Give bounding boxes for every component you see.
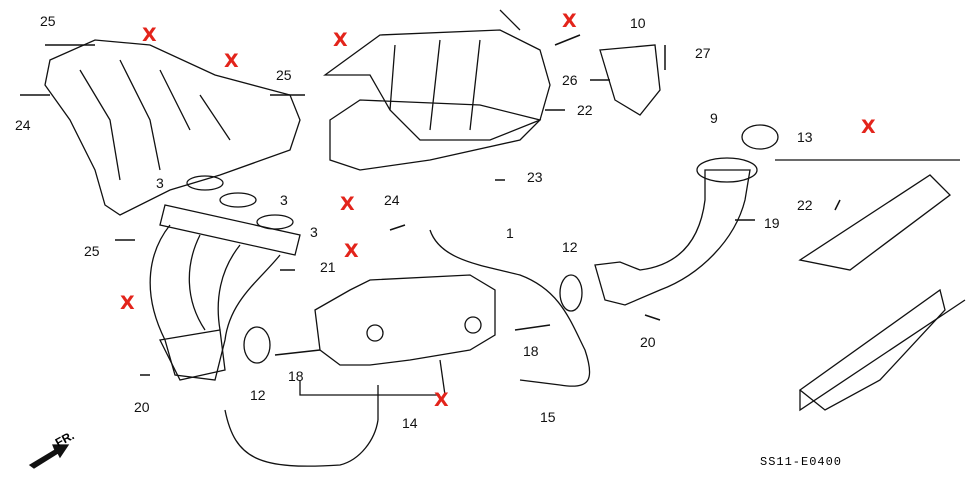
- heat-shield-lower-right: [798, 174, 951, 411]
- removed-marker: X: [562, 10, 577, 32]
- part-label-13: 13: [797, 129, 813, 145]
- part-label-22: 22: [577, 102, 593, 118]
- removed-marker: X: [224, 50, 239, 72]
- part-label-3: 3: [310, 224, 318, 240]
- part-label-15: 15: [540, 409, 556, 425]
- part-label-27: 27: [695, 45, 711, 61]
- part-label-12: 12: [250, 387, 266, 403]
- removed-marker: X: [344, 240, 359, 262]
- part-label-22: 22: [797, 197, 813, 213]
- front-arrow: [28, 444, 70, 469]
- part-label-26: 26: [562, 72, 578, 88]
- part-label-18: 18: [523, 343, 539, 359]
- gasket: [219, 192, 257, 208]
- heat-shield-upper-center: [323, 29, 551, 141]
- part-label-20: 20: [640, 334, 656, 350]
- part-label-12: 12: [562, 239, 578, 255]
- part-label-10: 10: [630, 15, 646, 31]
- part-label-14: 14: [402, 415, 418, 431]
- heat-shield-upper-left: [44, 39, 301, 216]
- part-label-25: 25: [40, 13, 56, 29]
- part-label-18: 18: [288, 368, 304, 384]
- gasket-12-right: [559, 274, 583, 312]
- exhaust-manifold: [149, 204, 301, 381]
- oxygen-sensor-wire-upper: [429, 229, 591, 387]
- part-label-19: 19: [764, 215, 780, 231]
- removed-marker: X: [120, 292, 135, 314]
- part-label-24: 24: [384, 192, 400, 208]
- removed-marker: X: [142, 24, 157, 46]
- removed-marker: X: [333, 29, 348, 51]
- part-label-25: 25: [84, 243, 100, 259]
- oxygen-sensor-wire-lower: [224, 409, 379, 467]
- gasket: [186, 175, 224, 191]
- part-label-25: 25: [276, 67, 292, 83]
- part-label-9: 9: [710, 110, 718, 126]
- bracket: [599, 44, 661, 116]
- part-label-20: 20: [134, 399, 150, 415]
- part-label-21: 21: [320, 259, 336, 275]
- part-label-24: 24: [15, 117, 31, 133]
- diagram-code: SS11-E0400: [760, 455, 843, 469]
- heat-shield-lower-center: [329, 99, 542, 171]
- removed-marker: X: [861, 116, 876, 138]
- gasket-12: [243, 326, 271, 364]
- part-label-3: 3: [280, 192, 288, 208]
- removed-marker: X: [340, 193, 355, 215]
- exhaust-front-pipe: [594, 169, 751, 306]
- part-label-3: 3: [156, 175, 164, 191]
- ring-13: [741, 124, 779, 150]
- removed-marker: X: [434, 389, 449, 411]
- catalytic-converter: [314, 274, 496, 366]
- part-label-1: 1: [506, 225, 514, 241]
- part-label-23: 23: [527, 169, 543, 185]
